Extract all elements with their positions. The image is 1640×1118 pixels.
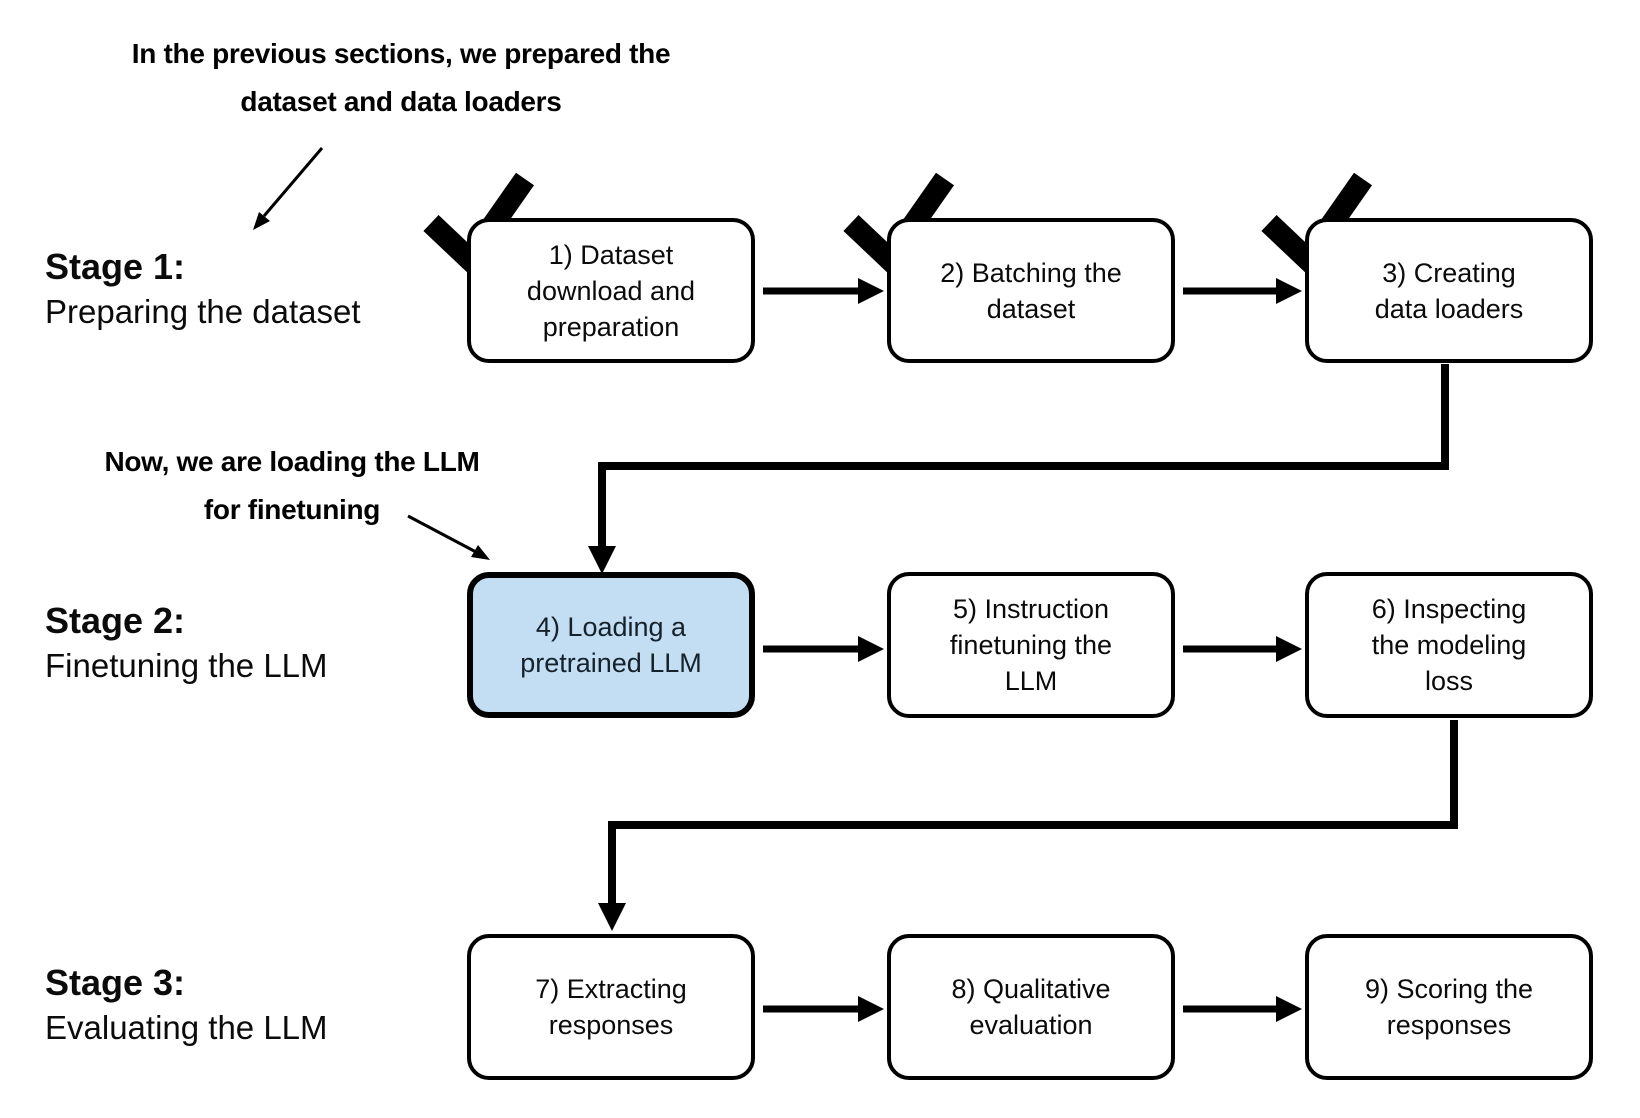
arrow-box8-to-box9 <box>1183 996 1302 1022</box>
flow-box-6-label: 6) Inspecting the modeling loss <box>1371 594 1527 696</box>
arrow-box1-to-box2 <box>763 278 884 304</box>
arrow-box7-to-box8 <box>763 996 884 1022</box>
arrow-box5-to-box6 <box>1183 636 1302 662</box>
flow-box-1: 1) Dataset download and preparation <box>467 218 755 363</box>
flow-box-2-label: 2) Batching the dataset <box>940 257 1122 324</box>
stage-1-title: Stage 1: <box>45 246 186 287</box>
flow-box-4-highlighted: 4) Loading a pretrained LLM <box>467 572 755 718</box>
flow-box-7: 7) Extracting responses <box>467 934 755 1080</box>
elbow-connector-box3-to-box4 <box>588 364 1449 574</box>
flow-box-5: 5) Instruction finetuning the LLM <box>887 572 1175 718</box>
stage-2-title: Stage 2: <box>45 600 186 641</box>
flow-box-3: 3) Creating data loaders <box>1305 218 1593 363</box>
stage-1-label: Stage 1: Preparing the dataset <box>45 244 361 334</box>
stage-2-subtitle: Finetuning the LLM <box>45 647 328 684</box>
stage-3-subtitle: Evaluating the LLM <box>45 1009 328 1046</box>
annotation-arrow-note2 <box>407 514 490 560</box>
flow-box-7-label: 7) Extracting responses <box>535 974 687 1040</box>
stage-3-label: Stage 3: Evaluating the LLM <box>45 960 328 1050</box>
annotation-note2: Now, we are loading the LLM for finetuni… <box>104 446 480 525</box>
flow-box-8-label: 8) Qualitative evaluation <box>951 974 1111 1040</box>
stage-3-title: Stage 3: <box>45 962 186 1003</box>
flow-box-3-label: 3) Creating data loaders <box>1374 257 1524 324</box>
flow-box-6: 6) Inspecting the modeling loss <box>1305 572 1593 718</box>
arrow-box2-to-box3 <box>1183 278 1302 304</box>
flow-box-2: 2) Batching the dataset <box>887 218 1175 363</box>
arrow-box4-to-box5 <box>763 636 884 662</box>
flow-box-9-label: 9) Scoring the responses <box>1364 974 1534 1040</box>
flow-box-5-label: 5) Instruction finetuning the LLM <box>949 594 1113 696</box>
annotation-arrow-note1 <box>253 147 324 230</box>
stage-2-label: Stage 2: Finetuning the LLM <box>45 598 328 688</box>
annotation-note1: In the previous sections, we prepared th… <box>131 38 671 117</box>
elbow-connector-box6-to-box7 <box>598 720 1458 931</box>
flow-box-9: 9) Scoring the responses <box>1305 934 1593 1080</box>
flow-box-1-label: 1) Dataset download and preparation <box>526 239 696 342</box>
flow-box-8: 8) Qualitative evaluation <box>887 934 1175 1080</box>
flow-box-4-label: 4) Loading a pretrained LLM <box>520 612 702 678</box>
stage-1-subtitle: Preparing the dataset <box>45 293 361 330</box>
